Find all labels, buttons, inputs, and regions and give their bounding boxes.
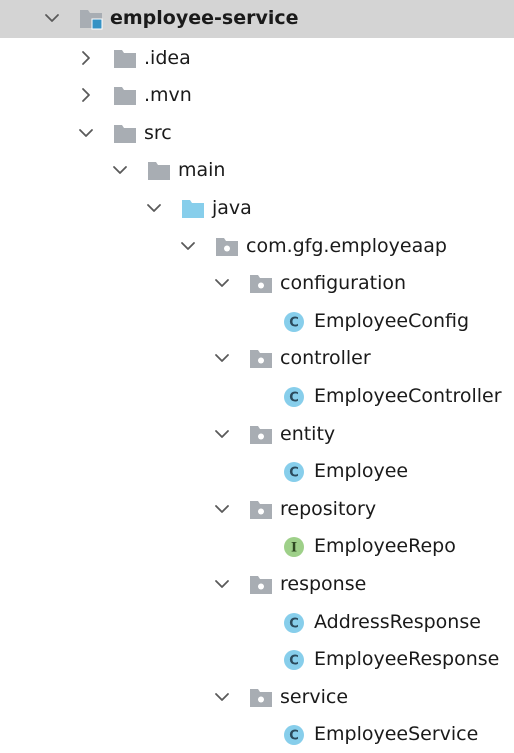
tree-node-configuration[interactable]: configuration	[0, 265, 514, 301]
svg-text:C: C	[289, 315, 299, 330]
tree-node-src[interactable]: src	[0, 115, 514, 151]
tree-node-label: java	[212, 197, 252, 219]
tree-node-employeecontroller[interactable]: C EmployeeController	[0, 378, 514, 414]
folder-icon	[113, 48, 137, 70]
chevron-down-icon[interactable]	[213, 274, 231, 292]
chevron-down-icon[interactable]	[111, 161, 129, 179]
tree-node-employee-service[interactable]: employee-service	[0, 0, 514, 38]
tree-node-employeerepo[interactable]: I EmployeeRepo	[0, 528, 514, 564]
class-icon: C	[283, 461, 307, 483]
tree-node-label: repository	[280, 497, 377, 520]
tree-node-label: EmployeeConfig	[314, 309, 470, 332]
tree-node-label: response	[280, 573, 367, 595]
tree-node-label: .idea	[144, 46, 191, 69]
tree-node-label: EmployeeService	[314, 723, 479, 746]
tree-node-addressresponse[interactable]: C AddressResponse	[0, 604, 514, 640]
folder-icon	[113, 85, 137, 107]
svg-text:I: I	[291, 541, 297, 556]
chevron-right-icon[interactable]	[77, 49, 95, 67]
chevron-down-icon[interactable]	[213, 425, 231, 443]
chevron-down-icon[interactable]	[179, 237, 197, 255]
svg-text:C: C	[289, 729, 299, 744]
tree-node-label: Employee	[314, 460, 409, 483]
tree-node-employeeresponse[interactable]: C EmployeeResponse	[0, 641, 514, 677]
package-icon	[249, 424, 273, 446]
chevron-down-icon[interactable]	[77, 124, 95, 142]
package-icon	[249, 687, 273, 709]
tree-node-repository[interactable]: repository	[0, 491, 514, 527]
tree-node-label: employee-service	[110, 7, 299, 29]
tree-node-label: com.gfg.employeaap	[246, 234, 447, 257]
svg-text:C: C	[289, 654, 299, 669]
tree-node-label: EmployeeRepo	[314, 535, 456, 558]
package-icon	[249, 499, 273, 521]
tree-node-label: .mvn	[144, 84, 192, 107]
class-icon: C	[283, 649, 307, 671]
tree-node-mvn[interactable]: .mvn	[0, 77, 514, 113]
tree-node-com-gfg-employeaap[interactable]: com.gfg.employeaap	[0, 228, 514, 264]
tree-node-employeeconfig[interactable]: C EmployeeConfig	[0, 303, 514, 339]
tree-node-label: src	[144, 121, 172, 144]
tree-node-response[interactable]: response	[0, 566, 514, 602]
chevron-down-icon[interactable]	[213, 575, 231, 593]
tree-node-controller[interactable]: controller	[0, 340, 514, 376]
module-folder-icon	[79, 8, 103, 30]
package-icon	[249, 348, 273, 370]
package-icon	[215, 236, 239, 258]
tree-node-label: EmployeeResponse	[314, 648, 500, 671]
tree-node-label: entity	[280, 422, 336, 445]
tree-node-label: EmployeeController	[314, 385, 502, 407]
chevron-down-icon[interactable]	[213, 349, 231, 367]
tree-node-entity[interactable]: entity	[0, 416, 514, 452]
folder-icon	[113, 123, 137, 145]
package-icon	[249, 273, 273, 295]
tree-node-employeeservice[interactable]: C EmployeeService	[0, 716, 514, 752]
interface-icon: I	[283, 536, 307, 558]
chevron-down-icon[interactable]	[145, 199, 163, 217]
tree-node-service[interactable]: service	[0, 679, 514, 715]
svg-text:C: C	[289, 391, 299, 406]
class-icon: C	[283, 612, 307, 634]
class-icon: C	[283, 724, 307, 746]
tree-node-label: configuration	[280, 272, 407, 295]
chevron-down-icon[interactable]	[213, 500, 231, 518]
tree-node-label: service	[280, 685, 349, 708]
svg-text:C: C	[289, 466, 299, 481]
tree-node-java[interactable]: java	[0, 190, 514, 226]
class-icon: C	[283, 311, 307, 333]
svg-text:C: C	[289, 616, 299, 631]
tree-node-idea[interactable]: .idea	[0, 40, 514, 76]
source-folder-icon	[181, 198, 205, 220]
tree-node-label: controller	[280, 347, 371, 370]
chevron-right-icon[interactable]	[77, 86, 95, 104]
package-icon	[249, 574, 273, 596]
folder-icon	[147, 160, 171, 182]
class-icon: C	[283, 386, 307, 408]
tree-node-main[interactable]: main	[0, 152, 514, 188]
tree-node-employee[interactable]: C Employee	[0, 453, 514, 489]
tree-node-label: main	[178, 159, 226, 182]
chevron-down-icon[interactable]	[43, 9, 61, 27]
chevron-down-icon[interactable]	[213, 688, 231, 706]
tree-node-label: AddressResponse	[314, 610, 481, 633]
